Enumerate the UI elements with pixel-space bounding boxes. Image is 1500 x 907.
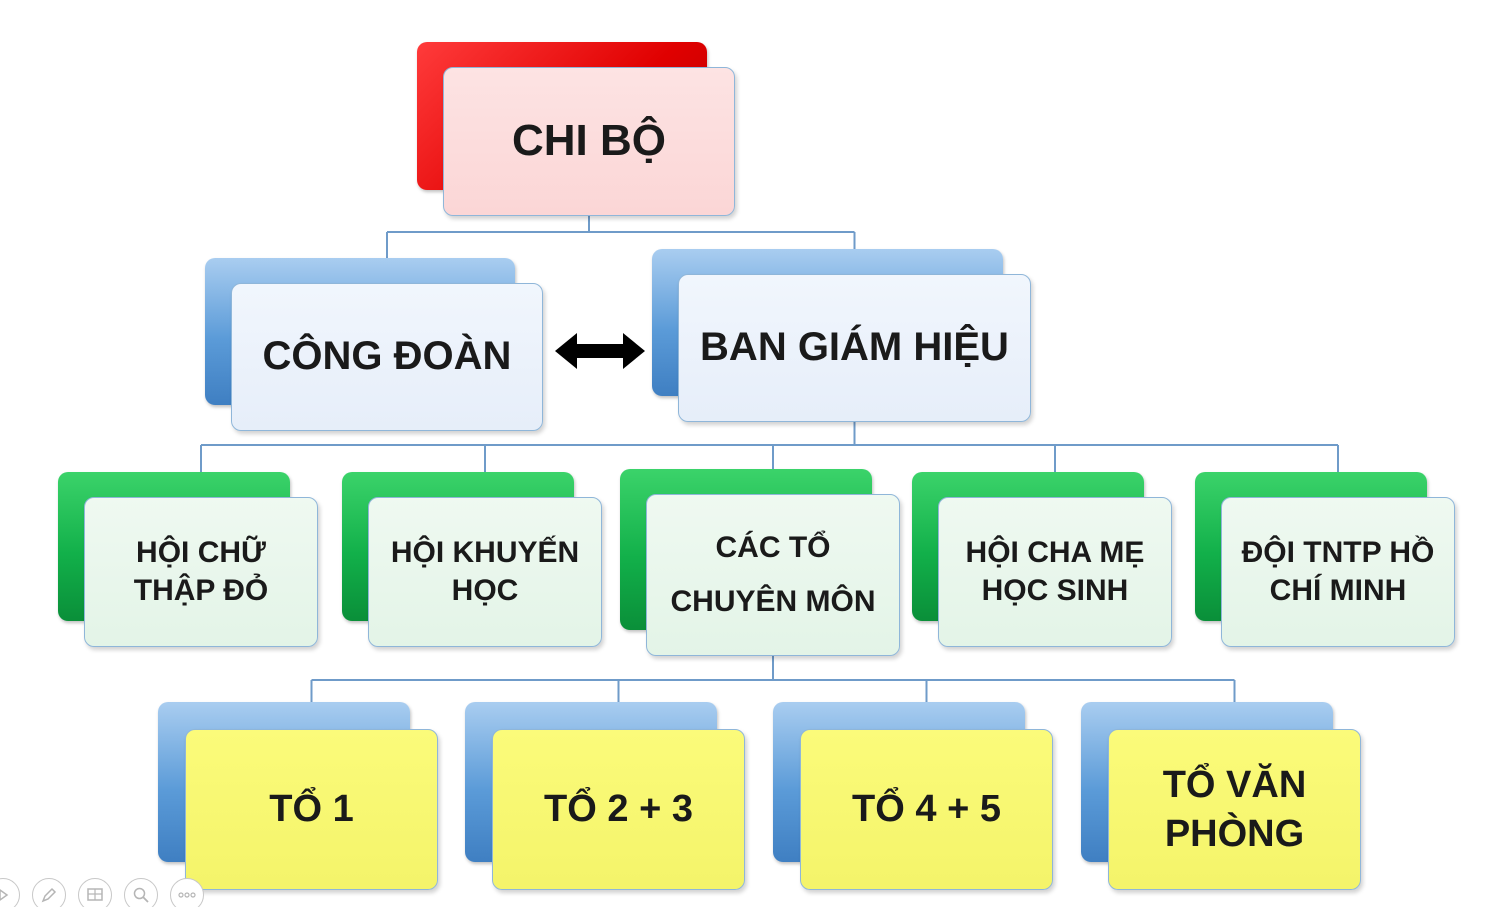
- slides-icon: [87, 888, 103, 901]
- node-cac-to-chuyen-mon[interactable]: CÁC TỔ CHUYÊN MÔN: [620, 469, 900, 656]
- node-label-chi-bo: CHI BỘ: [512, 116, 666, 166]
- pen-button[interactable]: [32, 878, 66, 907]
- node-ban-giam-hieu[interactable]: BAN GIÁM HIỆU: [652, 249, 1031, 422]
- zoom-button[interactable]: [124, 878, 158, 907]
- more-button[interactable]: [170, 878, 204, 907]
- node-label-hoi-cha-me-hoc-sinh: HỘI CHA MẸ HỌC SINH: [965, 535, 1145, 607]
- slideshow-toolbar: [0, 878, 204, 907]
- play-button[interactable]: [0, 878, 20, 907]
- slides-button[interactable]: [78, 878, 112, 907]
- node-label-hoi-chu-thap-do: HỘI CHỮ THẬP ĐỎ: [133, 535, 269, 607]
- node-label-hoi-khuyen-hoc: HỘI KHUYẾN HỌC: [390, 535, 580, 607]
- double-arrow-icon: [555, 333, 645, 369]
- node-to-1[interactable]: TỔ 1: [158, 702, 438, 890]
- node-to-2-3[interactable]: TỔ 2 + 3: [465, 702, 745, 890]
- zoom-icon: [133, 887, 149, 903]
- node-hoi-chu-thap-do[interactable]: HỘI CHỮ THẬP ĐỎ: [58, 472, 318, 647]
- node-doi-tntp[interactable]: ĐỘI TNTP HỒ CHÍ MINH: [1195, 472, 1455, 647]
- node-label-doi-tntp: ĐỘI TNTP HỒ CHÍ MINH: [1241, 535, 1435, 607]
- play-icon: [0, 889, 9, 901]
- node-cong-doan[interactable]: CÔNG ĐOÀN: [205, 258, 543, 431]
- node-label-cong-doan: CÔNG ĐOÀN: [262, 334, 512, 379]
- node-to-van-phong[interactable]: TỔ VĂN PHÒNG: [1081, 702, 1361, 890]
- node-label-ban-giam-hieu: BAN GIÁM HIỆU: [700, 325, 1009, 370]
- node-hoi-cha-me-hoc-sinh[interactable]: HỘI CHA MẸ HỌC SINH: [912, 472, 1172, 647]
- node-label-to-van-phong: TỔ VĂN PHÒNG: [1162, 763, 1307, 855]
- node-label-cac-to-chuyen-mon: CÁC TỔ CHUYÊN MÔN: [670, 531, 876, 618]
- more-icon: [178, 892, 196, 898]
- node-label-to-1: TỔ 1: [269, 788, 354, 831]
- node-chi-bo[interactable]: CHI BỘ: [417, 42, 735, 216]
- node-to-4-5[interactable]: TỔ 4 + 5: [773, 702, 1053, 890]
- node-label-to-4-5: TỔ 4 + 5: [852, 788, 1001, 831]
- pen-icon: [41, 887, 57, 903]
- node-label-to-2-3: TỔ 2 + 3: [544, 788, 693, 831]
- node-hoi-khuyen-hoc[interactable]: HỘI KHUYẾN HỌC: [342, 472, 602, 647]
